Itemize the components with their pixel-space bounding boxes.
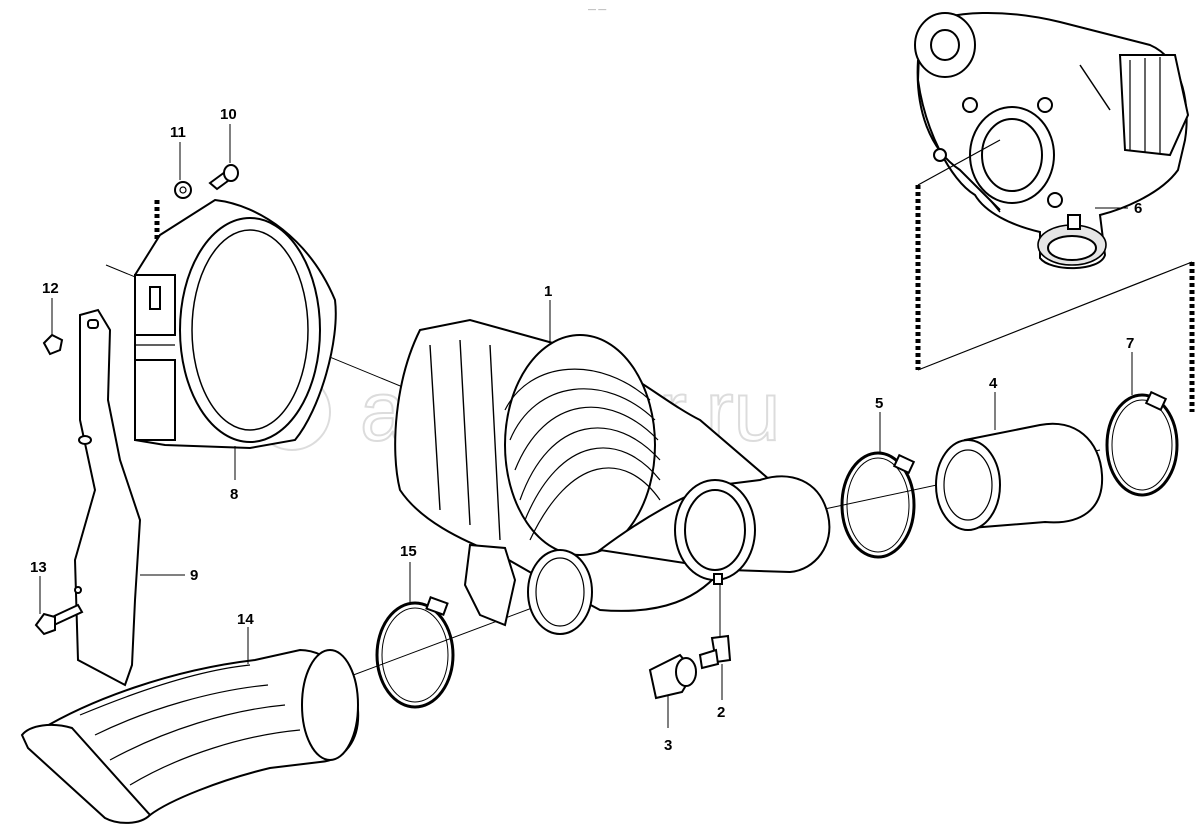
bolt-10 [208,164,239,191]
intake-duct [20,648,360,824]
bolt-13 [34,603,84,636]
hose [935,422,1104,531]
callout-11: 11 [170,124,186,180]
fitting [698,573,732,670]
callout-14: 14 [237,611,254,664]
callout-13: 13 [30,559,47,614]
bracket [73,308,142,687]
callout-label-11: 11 [170,124,186,141]
air-filter-housing [394,318,831,635]
hose-clamp-5 [840,451,916,559]
callout-10: 10 [220,106,237,163]
callout-label-15: 15 [400,543,417,560]
callout-9: 9 [140,567,198,584]
callout-label-7: 7 [1126,335,1134,352]
callout-label-6: 6 [1134,200,1142,217]
callout-label-3: 3 [664,737,672,754]
callout-label-2: 2 [717,704,725,721]
callout-label-4: 4 [989,375,998,392]
hose-clamp-7 [1105,390,1179,497]
callout-label-13: 13 [30,559,47,576]
callout-2: 2 [717,664,725,721]
nut-12 [42,333,64,356]
callout-4: 4 [989,375,998,430]
callout-label-9: 9 [190,567,198,584]
hose-clamp-15 [375,596,455,709]
callout-7: 7 [1126,335,1134,395]
callout-label-14: 14 [237,611,254,628]
fasteners [34,164,239,636]
turbocharger [914,11,1190,270]
callout-8: 8 [230,446,238,503]
callout-label-8: 8 [230,486,238,503]
callout-12: 12 [42,280,59,334]
callout-6: 6 [1095,200,1142,217]
mounting-band [134,198,337,450]
callout-label-1: 1 [544,283,552,300]
callout-5: 5 [875,395,883,453]
callout-1: 1 [544,283,552,345]
callout-3: 3 [664,696,672,754]
callout-label-12: 12 [42,280,59,297]
header-mark: — — [588,5,606,14]
callout-label-10: 10 [220,106,237,123]
callout-15: 15 [400,543,417,602]
sensor [648,653,697,700]
callout-label-5: 5 [875,395,883,412]
